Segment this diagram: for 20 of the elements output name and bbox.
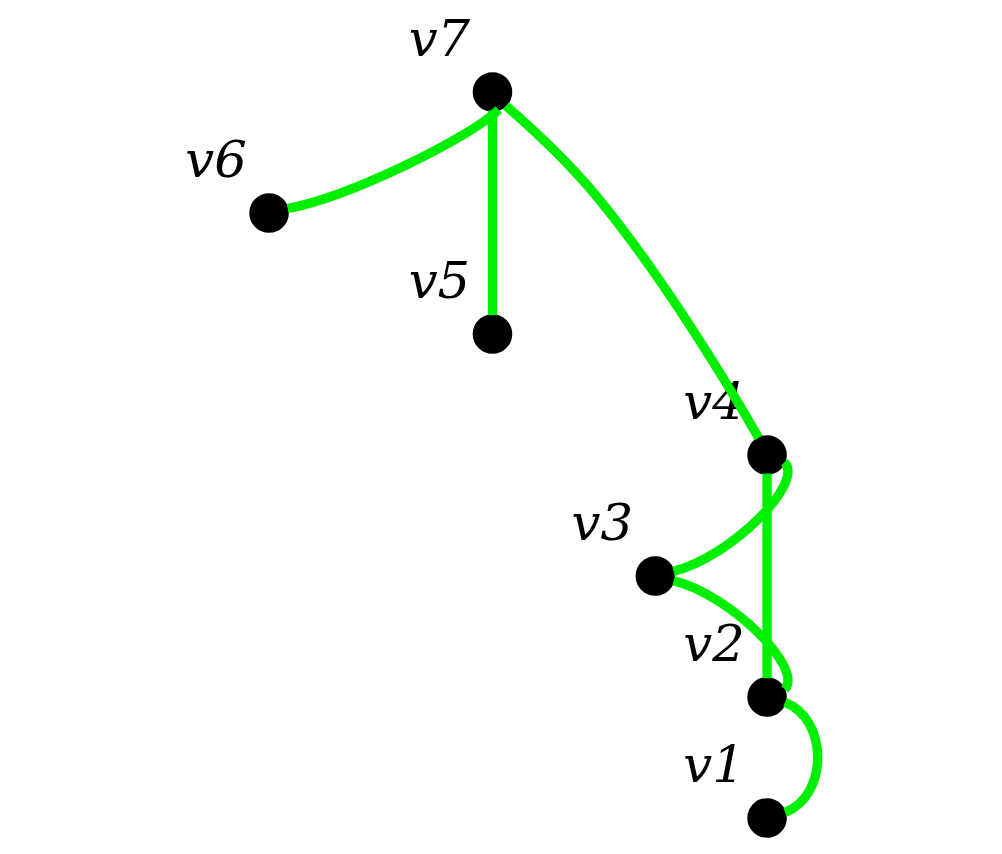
node-circle [472,72,512,112]
connector [671,576,792,692]
node-label: v7 [408,8,470,69]
node-circle [248,193,289,233]
connector [782,698,822,817]
connector [286,105,502,214]
node-label: v5 [408,250,470,311]
node-label: v2 [682,613,745,674]
node-circle [746,798,787,838]
connector [487,110,497,316]
node-circle [746,677,787,717]
node-label: v1 [682,734,745,795]
node-circle [472,314,512,354]
node-circle [746,435,787,475]
node-label: v6 [184,129,247,190]
connector [761,473,772,679]
node-circle [635,556,675,596]
node-label: v3 [571,492,633,553]
connector [502,102,763,441]
connector [671,460,792,576]
